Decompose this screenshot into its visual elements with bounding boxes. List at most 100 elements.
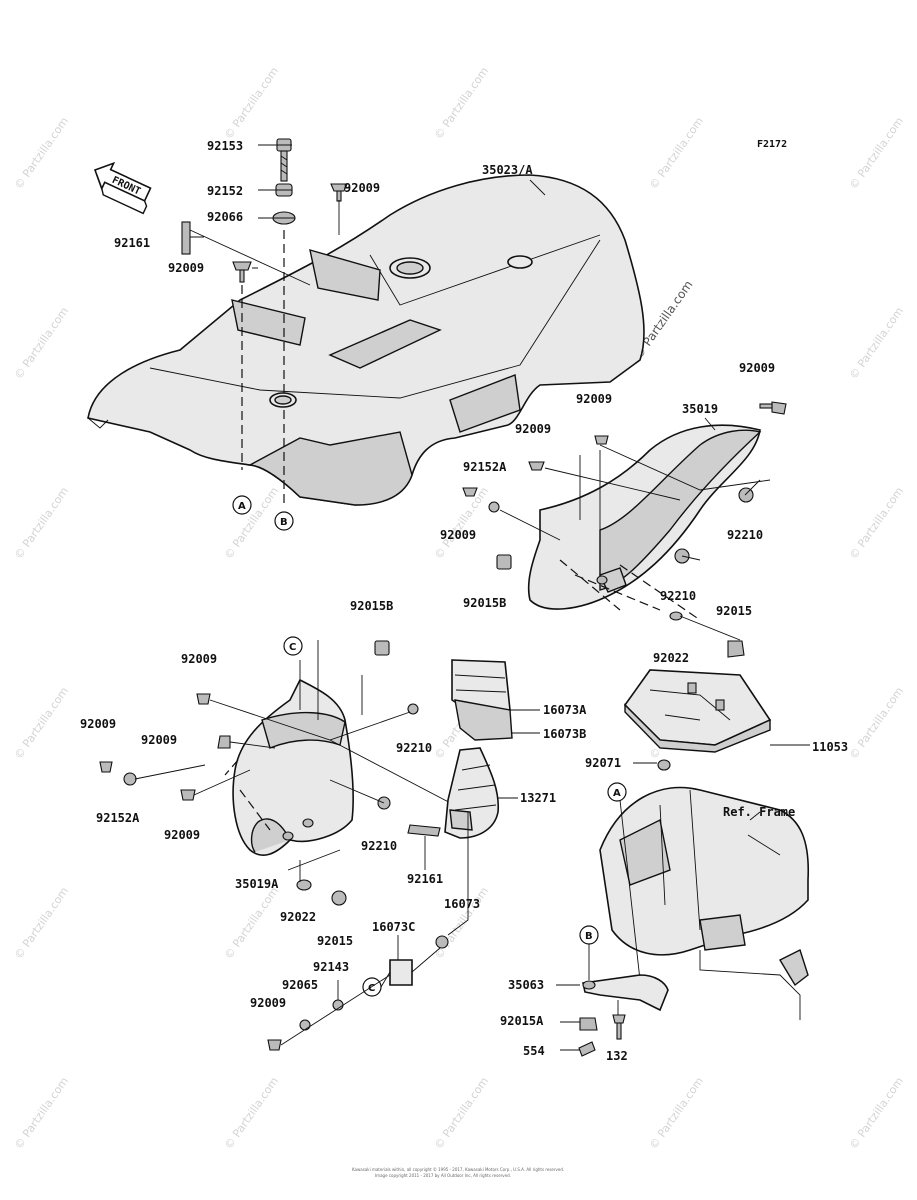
leader-c [380, 971, 391, 988]
label-92161: 92161 [114, 236, 150, 250]
label-92015b: 92015B [463, 596, 506, 610]
label-92071: 92071 [585, 756, 621, 770]
pin-92161-bottom [407, 824, 441, 870]
label-92015b: 92015B [350, 599, 393, 613]
label-92152a: 92152A [463, 460, 507, 474]
label-92015: 92015 [317, 934, 353, 948]
label-92065: 92065 [282, 978, 318, 992]
label-16073b: 16073B [543, 727, 586, 741]
watermark: © Partzilla.com [222, 485, 281, 562]
right-hardware [462, 401, 787, 658]
mud-guard-35019a [224, 640, 363, 856]
callout-a-frame: A [607, 782, 627, 802]
label-92009: 92009 [168, 261, 204, 275]
label-92009: 92009 [250, 996, 286, 1010]
label-92009: 92009 [739, 361, 775, 375]
label-92210: 92210 [660, 589, 696, 603]
front-arrow-icon: FRONT [93, 161, 152, 215]
watermark: © Partzilla.com [12, 685, 71, 762]
label-92015: 92015 [716, 604, 752, 618]
label-35023: 35023/A [482, 163, 533, 177]
label-92009: 92009 [141, 733, 177, 747]
label-16073a: 16073A [543, 703, 587, 717]
svg-text:A: A [238, 501, 246, 512]
svg-text:C: C [368, 983, 375, 994]
ref-frame-label: Ref. Frame [723, 805, 795, 819]
watermark: © Partzilla.com [12, 305, 71, 382]
watermark: © Partzilla.com [647, 115, 706, 192]
nut-92071 [633, 759, 671, 771]
watermark: © Partzilla.com [12, 885, 71, 962]
label-92009: 92009 [80, 717, 116, 731]
watermark: © Partzilla.com [432, 65, 491, 142]
svg-text:B: B [585, 931, 593, 942]
label-92009: 92009 [515, 422, 551, 436]
label-35019a: 35019A [235, 877, 279, 891]
watermark: © Partzilla.com [432, 485, 491, 562]
washer-16073 [435, 812, 469, 949]
watermark: © Partzilla.com [222, 1075, 281, 1152]
frame-reference [599, 786, 810, 1020]
watermark: © Partzilla.com [847, 1075, 906, 1152]
callout-c-mid: C [283, 636, 303, 656]
mud-guard-35019 [527, 424, 762, 621]
label-92152: 92152 [207, 184, 243, 198]
label-92009: 92009 [344, 181, 380, 195]
label-554: 554 [523, 1044, 545, 1058]
watermark: © Partzilla.com [647, 1075, 706, 1152]
copyright-line-2: Image copyright 2011 - 2017 by All Outdo… [375, 1173, 511, 1178]
tray-11053 [623, 669, 810, 753]
leaders-16073 [510, 709, 540, 734]
label-92015a: 92015A [500, 1014, 544, 1028]
bottom-left-hardware [267, 974, 391, 1051]
watermark: © Partzilla.com [432, 1075, 491, 1152]
bracket-35063 [556, 944, 669, 1057]
label-16073c: 16073C [372, 920, 415, 934]
left-hardware [99, 640, 461, 906]
label-92009: 92009 [164, 828, 200, 842]
top-hardware [181, 138, 350, 505]
label-13271: 13271 [520, 791, 556, 805]
label-16073: 16073 [444, 897, 480, 911]
label-92022: 92022 [280, 910, 316, 924]
label-35063: 35063 [508, 978, 544, 992]
label-92066: 92066 [207, 210, 243, 224]
svg-text:C: C [289, 642, 296, 653]
pad-16073c [389, 935, 441, 986]
leader-35019 [704, 417, 716, 431]
guard-13271 [444, 747, 518, 839]
label-92152a: 92152A [96, 811, 140, 825]
svg-text:A: A [613, 788, 621, 799]
label-92210: 92210 [727, 528, 763, 542]
watermark: © Partzilla.com [847, 115, 906, 192]
label-35019: 35019 [682, 402, 718, 416]
label-92022: 92022 [653, 651, 689, 665]
watermark: © Partzilla.com [847, 485, 906, 562]
pad-16073b [454, 699, 513, 741]
label-92210: 92210 [361, 839, 397, 853]
label-132: 132 [606, 1049, 628, 1063]
label-92210: 92210 [396, 741, 432, 755]
rear-fender-35023 [87, 174, 645, 506]
watermark: © Partzilla.com [12, 115, 71, 192]
watermark: © Partzilla.com [222, 885, 281, 962]
label-92009: 92009 [181, 652, 217, 666]
label-11053: 11053 [812, 740, 848, 754]
watermark: © Partzilla.com [12, 485, 71, 562]
label-92009: 92009 [440, 528, 476, 542]
watermark: © Partzilla.com [847, 305, 906, 382]
callout-a-top: A [232, 495, 252, 515]
label-92153: 92153 [207, 139, 243, 153]
callout-b-top: B [274, 511, 294, 531]
copyright-line-1: Kawasaki materials within, all copyright… [352, 1167, 564, 1172]
watermark: © Partzilla.com [847, 685, 906, 762]
label-92161: 92161 [407, 872, 443, 886]
watermark: © Partzilla.com [222, 65, 281, 142]
svg-text:B: B [280, 517, 288, 528]
figure-code: F2172 [757, 139, 787, 150]
watermark: © Partzilla.com [12, 1075, 71, 1152]
leader-35023 [529, 179, 546, 196]
label-92143: 92143 [313, 960, 349, 974]
callout-b-frame: B [579, 925, 599, 945]
